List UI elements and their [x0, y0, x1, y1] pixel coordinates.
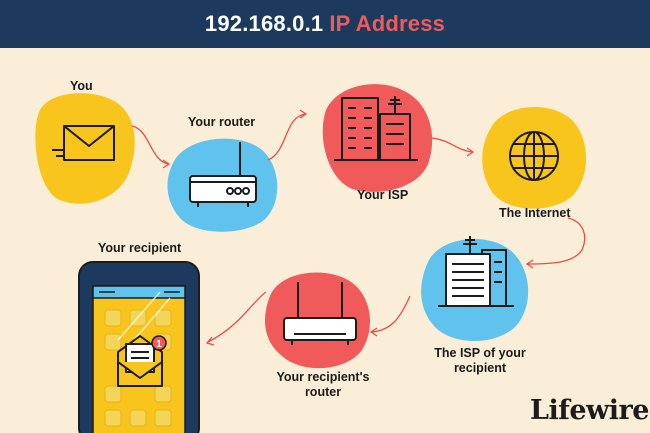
label-isp-of-recipient: The ISP of your recipient [424, 346, 536, 376]
arrow-internet-recipient-isp [527, 217, 586, 265]
title-ip: 192.168.0.1 [204, 11, 324, 36]
open-envelope-icon [117, 335, 163, 387]
arrowheads [162, 109, 534, 346]
arrowhead [466, 147, 475, 157]
router-icon [189, 142, 257, 207]
label-your-router: Your router [188, 115, 256, 129]
arrow-you-router [131, 125, 169, 165]
arrowhead [369, 327, 378, 337]
arrow-isp-internet [431, 137, 473, 153]
buildings-icon [334, 96, 418, 161]
label-line: Your recipient's [276, 370, 370, 384]
arrowhead [205, 336, 215, 346]
globe-icon [509, 131, 559, 181]
label-the-internet: The Internet [499, 206, 571, 220]
label-line: recipient [453, 361, 507, 375]
label-line: The ISP of your [434, 346, 526, 360]
label-you: You [70, 79, 93, 93]
arrowhead [525, 259, 534, 269]
arrowhead [162, 159, 171, 169]
title-banner: 192.168.0.1 IP Address [0, 0, 650, 48]
phone-icon [78, 261, 200, 433]
label-your-recipient: Your recipient [98, 241, 182, 255]
envelope-icon [52, 125, 115, 161]
arrow-recipient-isp-router [371, 295, 411, 333]
label-your-isp: Your ISP [357, 188, 409, 202]
label-recipient-router: Your recipient's router [268, 370, 378, 400]
title-accent: IP Address [329, 11, 446, 36]
notification-badge [151, 335, 167, 351]
arrow-router-isp [267, 113, 307, 161]
router-icon [283, 282, 357, 345]
app-grid [104, 309, 172, 427]
buildings-icon [438, 236, 514, 307]
arrow-router-recipient [207, 291, 267, 343]
label-line: router [304, 385, 342, 399]
arrows [131, 113, 586, 343]
notification-count: 1 [156, 339, 162, 350]
arrowhead [299, 109, 308, 119]
lifewire-logo: Lifewire [530, 395, 649, 426]
